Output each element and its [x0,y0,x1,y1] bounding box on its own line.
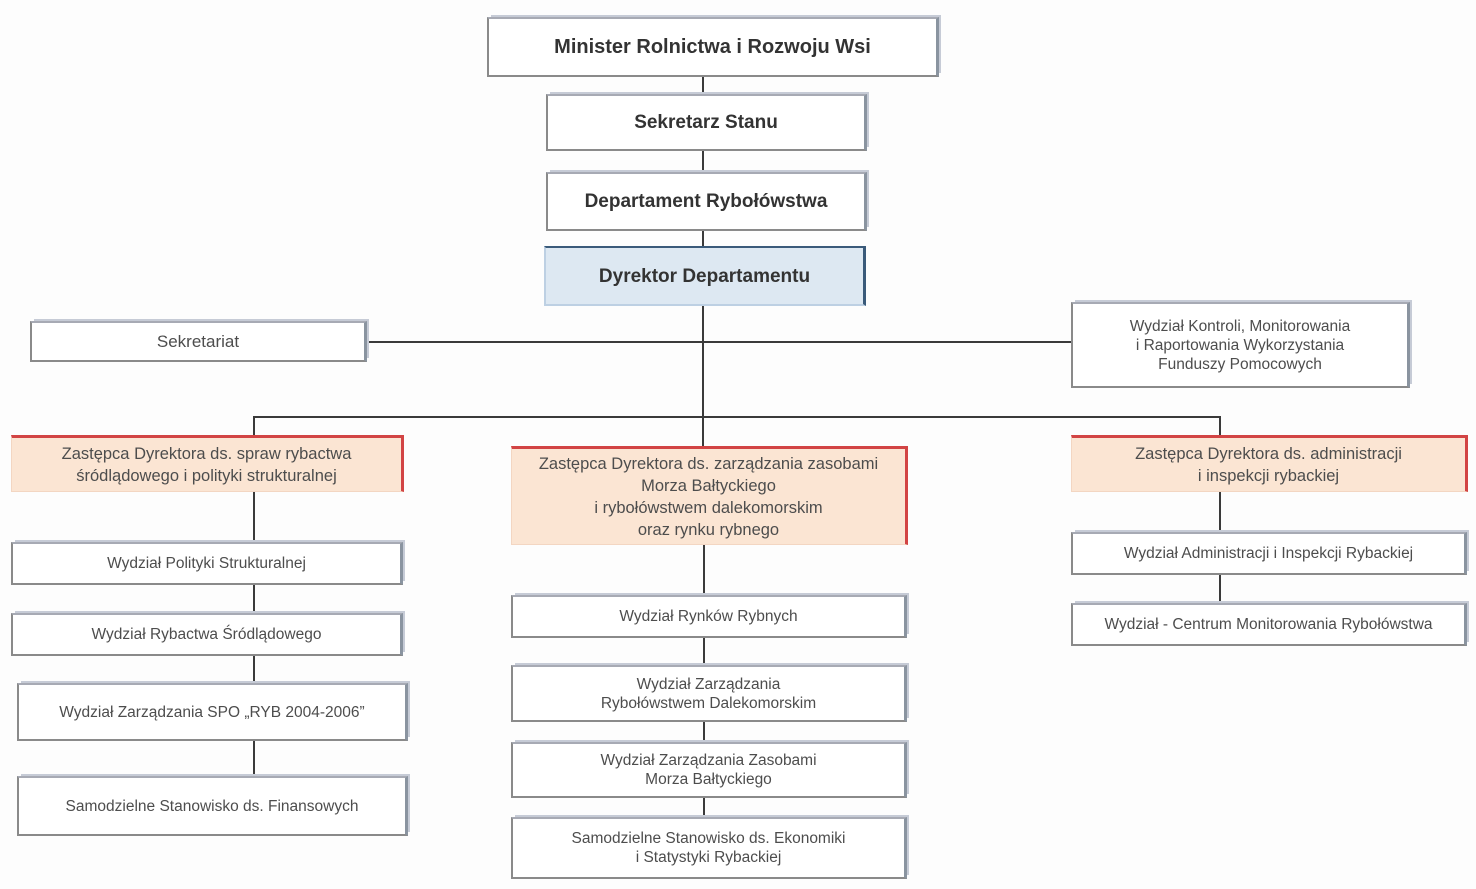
org-box-director[interactable]: Dyrektor Departamentu [544,246,866,306]
org-box-baltic-resources-unit[interactable]: Wydział Zarządzania Zasobami Morza Bałty… [511,742,907,798]
org-box-structural-policy-unit[interactable]: Wydział Polityki Strukturalnej [11,542,403,585]
org-box-control-monitoring-unit[interactable]: Wydział Kontroli, Monitorowania i Raport… [1071,302,1410,388]
connector-secretary-department [702,150,704,172]
org-box-deputy-administration-inspection[interactable]: Zastępca Dyrektora ds. administracji i i… [1071,435,1468,492]
org-box-deputy-baltic-resources[interactable]: Zastępca Dyrektora ds. zarządzania zasob… [511,446,908,545]
org-box-spo-management-unit[interactable]: Wydział Zarządzania SPO „RYB 2004-2006” [17,683,408,741]
connector-deputy-right [1219,416,1221,436]
org-box-deputy-inland-fisheries[interactable]: Zastępca Dyrektora ds. spraw rybactwa śr… [11,435,404,492]
org-box-economics-statistics-post[interactable]: Samodzielne Stanowisko ds. Ekonomiki i S… [511,817,907,879]
org-box-secretariat[interactable]: Sekretariat [30,321,367,362]
org-box-deep-sea-fisheries-unit[interactable]: Wydział Zarządzania Rybołówstwem Dalekom… [511,665,907,722]
org-box-minister[interactable]: Minister Rolnictwa i Rozwoju Wsi [487,17,939,77]
org-box-fisheries-monitoring-centre[interactable]: Wydział - Centrum Monitorowania Rybołóws… [1071,603,1467,646]
connector-deputies-horizontal [253,416,1221,418]
org-box-secretary-of-state[interactable]: Sekretarz Stanu [546,94,867,151]
org-box-administration-inspection-unit[interactable]: Wydział Administracji i Inspekcji Ryback… [1071,532,1467,575]
org-box-inland-fisheries-unit[interactable]: Wydział Rybactwa Śródlądowego [11,613,403,656]
connector-minister-secretary [702,75,704,95]
connector-deputy-left [253,416,255,436]
org-box-fish-markets-unit[interactable]: Wydział Rynków Rybnych [511,595,907,638]
org-box-finance-post[interactable]: Samodzielne Stanowisko ds. Finansowych [17,776,408,836]
connector-department-director [702,230,704,248]
org-box-department[interactable]: Departament Rybołówstwa [546,172,867,231]
connector-director-trunk [702,305,704,448]
connector-staff-horizontal [365,341,1072,343]
